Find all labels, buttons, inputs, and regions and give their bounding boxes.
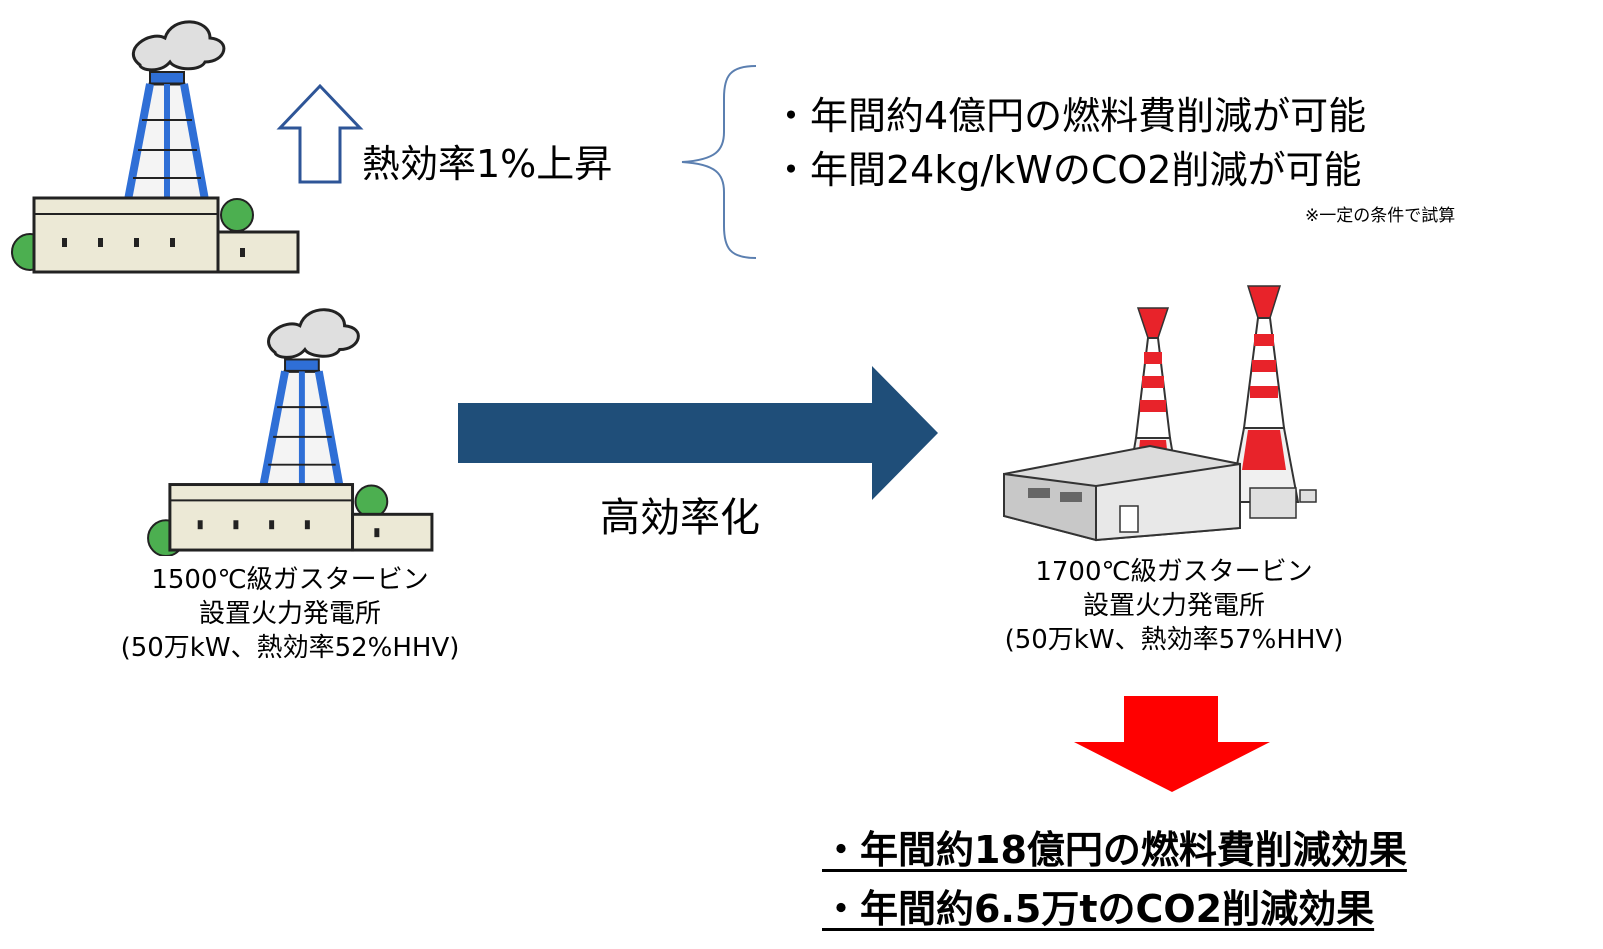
plant-1500-line1: 1500℃級ガスタービン bbox=[151, 565, 429, 595]
high-efficiency-label: 高効率化 bbox=[600, 495, 760, 541]
result-fuel-cost: ・年間約18億円の燃料費削減効果 bbox=[822, 828, 1407, 872]
plant-1700-line1: 1700℃級ガスタービン bbox=[1035, 557, 1313, 587]
benefit-fuel-cost: ・年間約4億円の燃料費削減が可能 bbox=[772, 94, 1367, 138]
thermal-plant-1700-icon bbox=[1003, 285, 1317, 542]
result-down-arrow bbox=[1074, 696, 1270, 792]
plant-1500-line2: 設置火力発電所 bbox=[198, 599, 381, 629]
plant-1500-line3: (50万kW、熱効率52%HHV) bbox=[120, 633, 460, 663]
main-right-arrow bbox=[458, 366, 938, 500]
efficiency-rise-label: 熱効率1%上昇 bbox=[362, 142, 613, 186]
calculation-note: ※一定の条件で試算 bbox=[1305, 206, 1456, 226]
benefit-co2: ・年間24kg/kWのCO2削減が可能 bbox=[772, 148, 1362, 192]
thermal-plant-1500-icon bbox=[147, 308, 434, 556]
result-co2: ・年間約6.5万tのCO2削減効果 bbox=[822, 887, 1375, 931]
plant-1700-line2: 設置火力発電所 bbox=[1082, 591, 1265, 621]
plant-1500-caption: 1500℃級ガスタービン 設置火力発電所 (50万kW、熱効率52%HHV) bbox=[110, 563, 470, 665]
thermal-plant-small-icon bbox=[11, 20, 300, 274]
plant-1700-line3: (50万kW、熱効率57%HHV) bbox=[1004, 625, 1344, 655]
curly-brace bbox=[681, 65, 757, 259]
up-arrow-icon bbox=[276, 83, 364, 184]
plant-1700-caption: 1700℃級ガスタービン 設置火力発電所 (50万kW、熱効率57%HHV) bbox=[944, 555, 1404, 657]
